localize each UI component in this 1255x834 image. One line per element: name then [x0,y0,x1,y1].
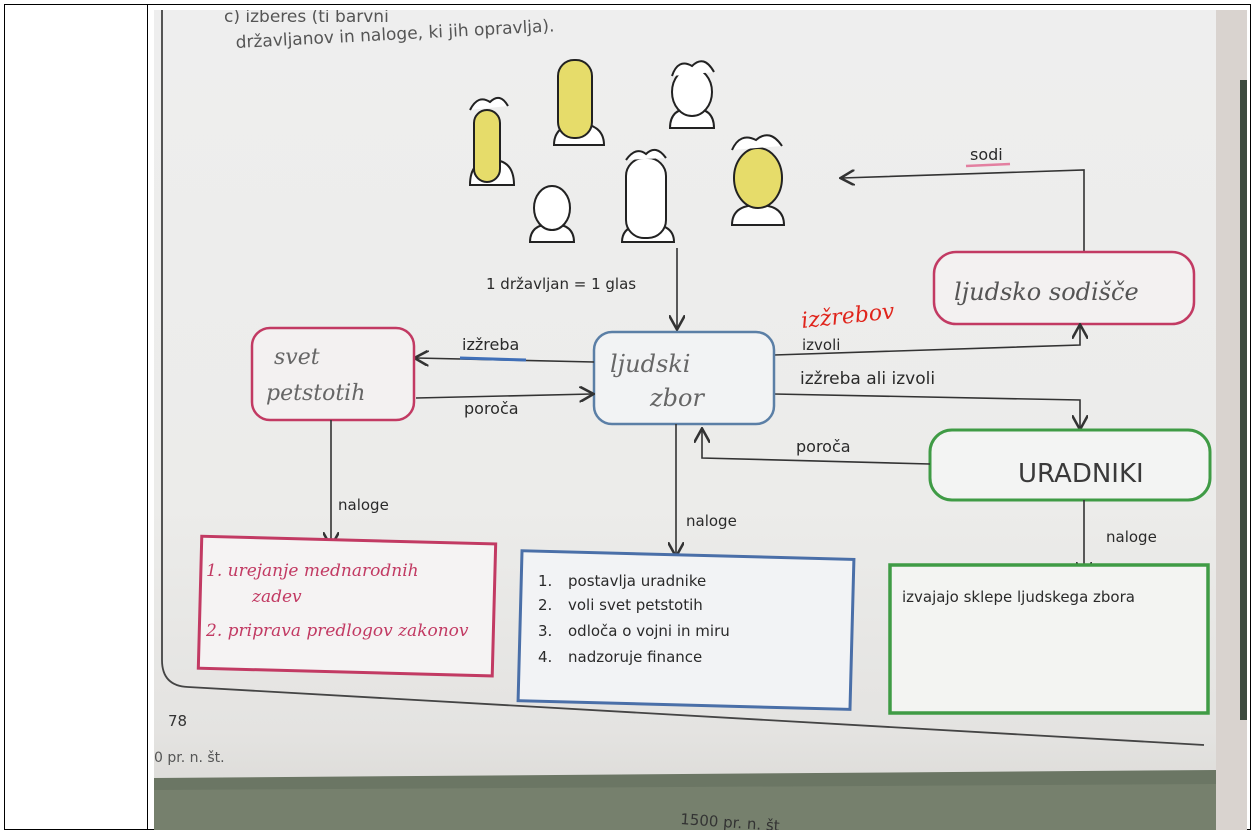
poroca-right-arrow [702,430,931,465]
assembly-task-3: odloča o vojni in miru [568,622,730,640]
izzreba-ali-izvoli-arrow [773,393,1080,428]
content-frame [161,10,1205,746]
assembly-task-1-num: 1. [538,572,552,590]
sodi-label: sodi [970,145,1003,164]
citizen-figure [730,134,786,226]
izvoli-arrow [773,326,1080,356]
assembly-task-3-num: 3. [538,622,552,640]
table-column-divider [147,4,148,830]
izvoli-label: izvoli [802,336,840,354]
naloge-left-label: naloge [338,496,389,514]
poroca-right-label: poroča [796,437,851,456]
council-line1: svet [274,345,320,370]
izzreba-label: izžreba [462,335,519,354]
book-spine [1240,80,1247,720]
council-box [250,326,416,422]
people-court-label: ljudsko sodišče [954,278,1139,306]
council-task-1-cont: zadev [251,587,302,607]
page-number: 78 [168,712,187,730]
people-court-box [932,250,1196,326]
council-tasks-box [196,534,498,678]
assembly-task-2-num: 2. [538,596,552,614]
poroca-left-label: poroča [464,399,519,418]
diagram-canvas: c) izberes (ti barvni državljanov in nal… [154,10,1247,830]
people-assembly-line1: ljudski [610,350,690,378]
izzreba-ali-izvoli-label: izžreba ali izvoli [800,369,935,389]
council-line2: petstotih [266,381,365,406]
timeline-left: 0 pr. n. št. [154,750,225,766]
naloge-center-label: naloge [686,512,737,530]
assembly-task-4-num: 4. [538,648,552,666]
officials-task: izvajajo sklepe ljudskega zbora [902,588,1135,606]
council-task-1: 1. urejanje mednarodnih [206,561,419,581]
citizen-figure [668,60,716,129]
citizen-figure [620,148,676,243]
officials-label: URADNIKI [1018,459,1144,489]
assembly-task-4: nadzoruje finance [568,648,702,666]
timeline-bottom: 1500 pr. n. št [680,810,781,830]
assembly-task-2: voli svet petstotih [568,596,703,614]
citizen-figure [468,96,516,186]
sodi-arrow [842,169,1085,260]
poroca-left-arrow [415,394,592,398]
izzrebov-handwritten: izžrebov [800,299,896,334]
one-citizen-one-vote: 1 državljan = 1 glas [486,275,636,293]
textbook-photo: c) izberes (ti barvni državljanov in nal… [154,10,1247,830]
assembly-task-1: postavlja uradnike [568,572,706,590]
people-assembly-box [592,330,776,426]
officials-tasks-box [888,563,1210,715]
header-line1: c) izberes (ti barvni [224,10,389,27]
assembly-tasks-box [516,549,856,711]
naloge-right-label: naloge [1106,528,1157,546]
citizen-figure [528,185,576,243]
citizen-figure [552,59,606,146]
people-assembly-line2: zbor [649,384,705,412]
officials-box [928,428,1212,502]
council-task-2: 2. priprava predlogov zakonov [205,621,469,641]
